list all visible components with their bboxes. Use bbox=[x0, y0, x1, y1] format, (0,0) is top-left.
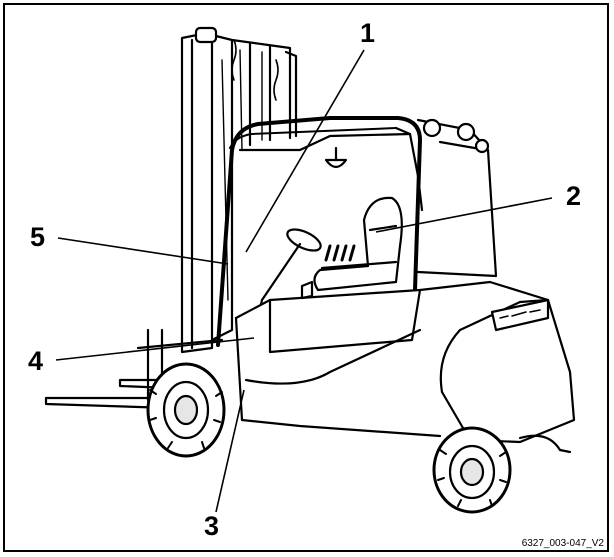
figure-reference-code: 6327_003-047_V2 bbox=[521, 538, 604, 549]
callout-5: 5 bbox=[30, 222, 46, 252]
callout-2: 2 bbox=[566, 181, 582, 211]
rear-axle bbox=[518, 434, 572, 454]
overhead-guard bbox=[216, 116, 498, 347]
front-wheel bbox=[146, 362, 226, 458]
mast bbox=[180, 26, 298, 354]
rear-wheel bbox=[432, 426, 512, 514]
driver-seat bbox=[313, 196, 403, 292]
truck-body bbox=[234, 280, 576, 444]
callout-4: 4 bbox=[28, 346, 44, 376]
leader-line-2 bbox=[375, 197, 553, 233]
leader-line-5 bbox=[57, 237, 229, 265]
callout-1: 1 bbox=[360, 18, 376, 48]
callout-3: 3 bbox=[204, 511, 220, 541]
leader-line-4 bbox=[55, 337, 255, 361]
leader-line-1 bbox=[245, 49, 365, 253]
leader-line-3 bbox=[215, 389, 245, 513]
leader-lines bbox=[55, 49, 553, 513]
figure-frame bbox=[3, 3, 609, 552]
